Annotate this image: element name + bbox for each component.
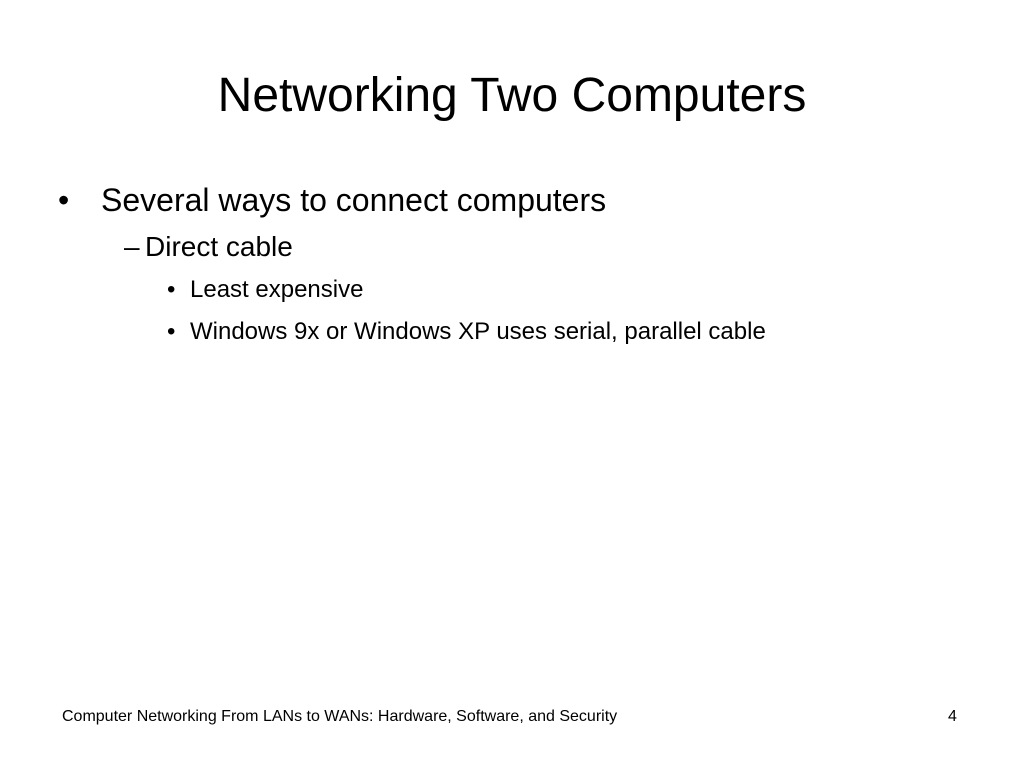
bullet-marker: • (167, 276, 176, 303)
page-number: 4 (948, 708, 957, 725)
bullet-marker: • (167, 318, 176, 345)
bullet-text: Least expensive (190, 276, 364, 303)
bullet-level2: – Direct cable (124, 228, 293, 266)
bullet-level1: • Several ways to connect computers (58, 179, 606, 221)
bullet-text: Direct cable (145, 231, 293, 262)
bullet-level3: • Least expensive (167, 274, 363, 306)
dash-marker: – (124, 231, 140, 262)
footer-text: Computer Networking From LANs to WANs: H… (62, 708, 618, 725)
bullet-text: Several ways to connect computers (101, 182, 607, 218)
slide-title: Networking Two Computers (217, 69, 807, 122)
bullet-marker: • (58, 182, 70, 218)
bullet-level3: • Windows 9x or Windows XP uses serial, … (167, 316, 766, 348)
bullet-text: Windows 9x or Windows XP uses serial, pa… (190, 318, 766, 345)
